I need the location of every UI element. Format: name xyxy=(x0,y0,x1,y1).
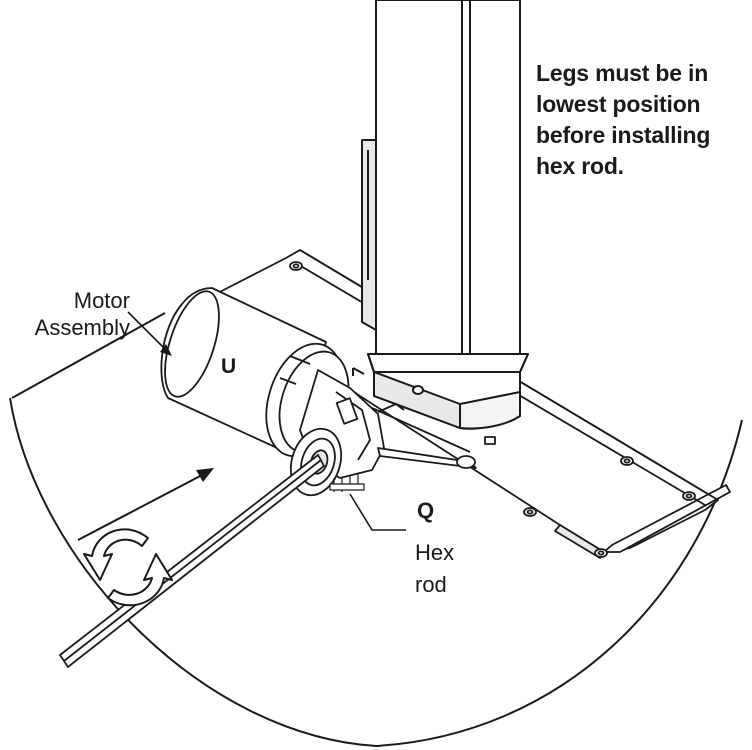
leader-lines xyxy=(127,311,406,531)
leg-column xyxy=(352,0,529,430)
hex-rod xyxy=(58,453,326,669)
motor-assembly xyxy=(160,287,477,497)
insert-direction-arrow-icon xyxy=(77,468,214,541)
part-q-label: Q xyxy=(417,498,435,523)
hex-rod-label: Hex rod xyxy=(415,540,455,597)
instruction-note: Legs must be in lowest position before i… xyxy=(536,60,711,179)
part-u-label: U xyxy=(221,355,237,378)
motor-assembly-label: Motor Assembly xyxy=(34,288,130,340)
rotate-arrows-icon xyxy=(83,528,173,607)
